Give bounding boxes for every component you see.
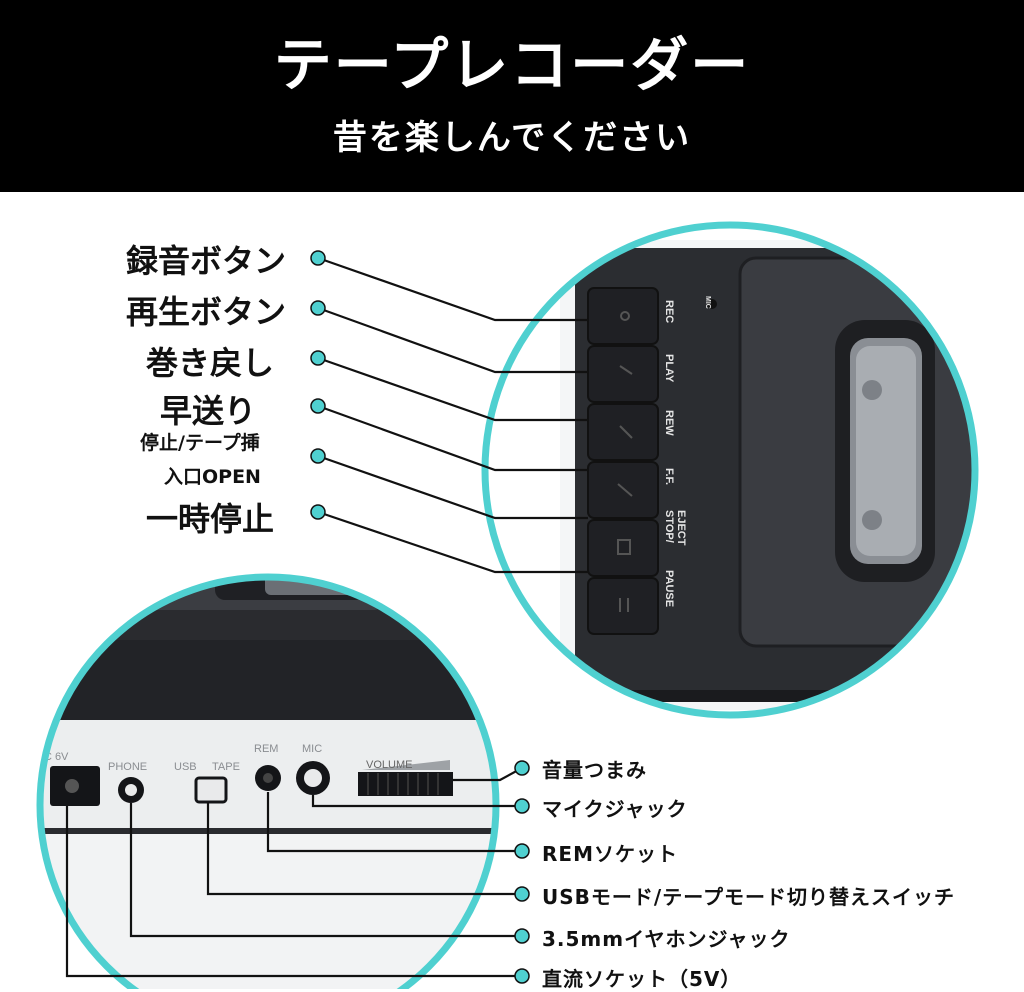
label-earphone-jack: 3.5mmイヤホンジャック [542,927,791,951]
port-label-usb: USB [174,761,197,773]
top-callout-lines [317,256,588,574]
usb-tape-switch [194,776,228,804]
recorder-side-panel [40,640,496,720]
label-play-button: 再生ボタン [126,293,287,331]
port-label-tape: TAPE [212,761,240,773]
device-label-ff: F.F. [663,468,675,485]
bottom-callout-lines [65,767,523,978]
page-subtitle: 昔を楽しんでください [332,118,692,158]
top-zoom-circle: REC PLAY REW F.F. STOP/ EJECT PAUSE MIC [481,221,979,719]
label-rem-socket: REMソケット [542,842,678,866]
header-banner: テープレコーダー 昔を楽しんでください [0,0,1024,192]
bottom-zoom-circle: DC 6V PHONE USB TAPE REM MIC VOLUME [36,573,500,989]
device-label-rew: REW [663,410,675,436]
port-label-rem: REM [254,743,278,755]
label-stop-eject-line2: 入口OPEN [164,466,261,488]
page-title: テープレコーダー [273,31,751,99]
mic-hole [707,299,717,309]
label-mic-jack: マイクジャック [542,797,688,821]
device-label-stop: STOP/ [663,510,675,543]
port-label-volume: VOLUME [366,759,412,771]
label-fast-forward: 早送り [160,392,257,430]
port-label-mic: MIC [302,743,322,755]
device-label-rec: REC [663,300,675,323]
label-usb-tape-switch: USBモード/テープモード切り替えスイッチ [542,885,955,909]
bottom-callout-dots [514,760,530,984]
label-pause: 一時停止 [146,500,275,538]
top-callout-dots [310,250,326,520]
label-dc-socket: 直流ソケット（5V） [542,967,742,991]
label-record-button: 録音ボタン [126,242,287,280]
device-label-eject: EJECT [675,510,687,546]
device-label-pause: PAUSE [663,570,675,607]
label-volume-knob: 音量つまみ [542,758,647,782]
transport-buttons [587,287,659,635]
label-rewind: 巻き戻し [146,344,275,382]
label-stop-eject-line1: 停止/テープ挿 [140,432,260,454]
port-label-phone: PHONE [108,761,147,773]
side-ports [50,760,453,806]
device-label-mic: MIC [704,296,711,309]
device-label-play: PLAY [663,354,675,383]
